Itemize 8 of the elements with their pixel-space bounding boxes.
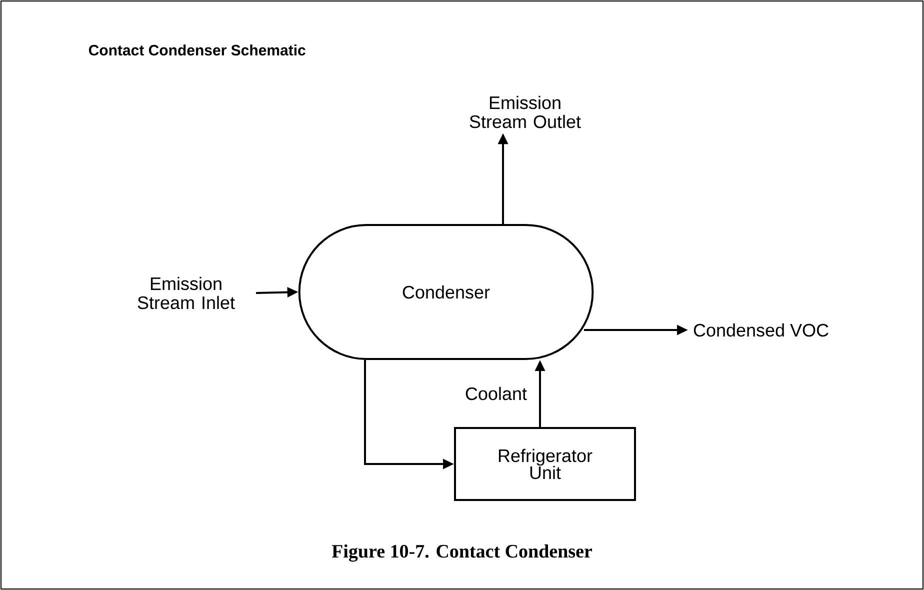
stream-label: Emission Stream Inlet <box>138 276 235 310</box>
condenser-vessel: Condenser <box>298 224 594 360</box>
caption: Figure 10-7. Contact Condenser <box>332 544 592 562</box>
stream-label: Condensed VOC <box>694 323 828 337</box>
process-box: Refrigerator Unit <box>454 427 636 501</box>
stream-label: Emission Stream Outlet <box>470 96 581 128</box>
edge-label: Coolant <box>462 384 529 402</box>
title: Contact Condenser Schematic <box>88 44 306 56</box>
